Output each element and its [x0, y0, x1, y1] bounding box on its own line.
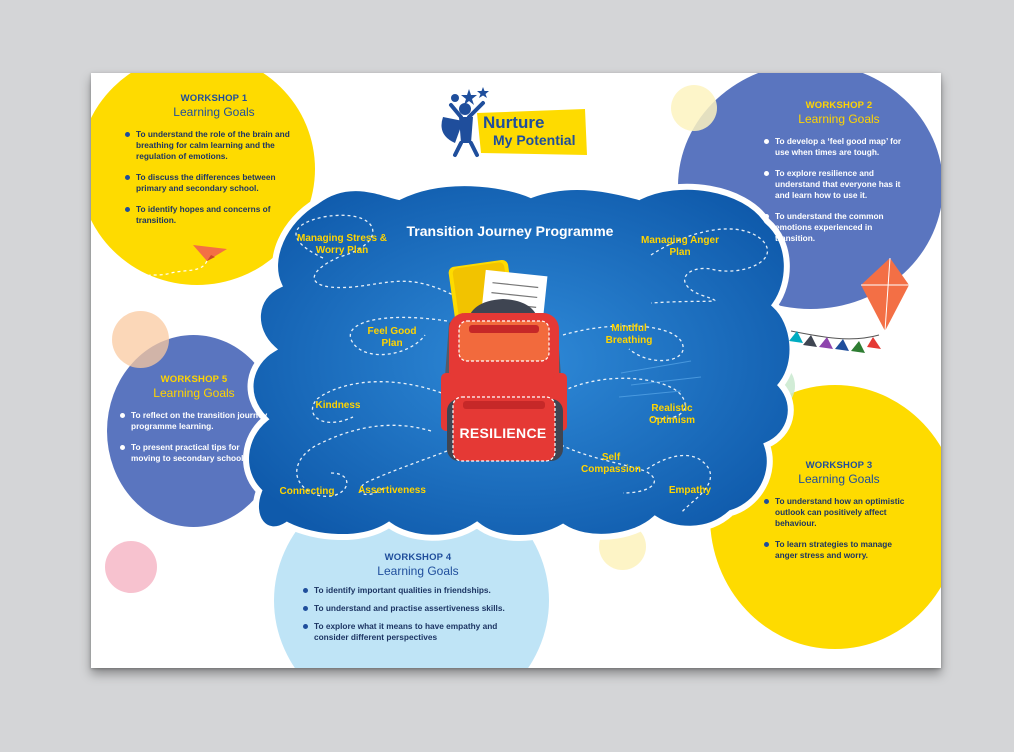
- workshop-4: WORKSHOP 4 Learning Goals To identify im…: [303, 552, 533, 653]
- backpack-illustration: [441, 259, 567, 462]
- topic-assertiveness: Assertiveness: [358, 485, 426, 496]
- decor-circle: [671, 85, 717, 131]
- goal-item: To present practical tips for moving to …: [120, 442, 268, 464]
- kite-illustration: [789, 257, 909, 353]
- goal-item: To explore resilience and understand tha…: [764, 168, 914, 201]
- workshop-1: WORKSHOP 1 Learning Goals To understand …: [125, 93, 303, 236]
- topic-connecting: Connecting: [279, 486, 335, 497]
- topic-empathy: Empathy: [668, 485, 712, 496]
- goal-item: To understand the common emotions experi…: [764, 211, 914, 244]
- workshop-5: WORKSHOP 5 Learning Goals To reflect on …: [120, 374, 268, 474]
- workshop-title: WORKSHOP 3: [805, 460, 873, 471]
- goal-item: To understand and practise assertiveness…: [303, 603, 533, 614]
- resilience-label: RESILIENCE: [459, 425, 547, 441]
- paper-plane-illustration: [144, 245, 227, 278]
- logo-line-2: My Potential: [493, 132, 576, 148]
- goal-list: To identify important qualities in frien…: [303, 585, 533, 643]
- topic-self-compassion: Self Compassion: [580, 452, 641, 475]
- goal-item: To explore what it means to have empathy…: [303, 621, 533, 643]
- workshop-3: WORKSHOP 3 Learning Goals To understand …: [764, 460, 914, 571]
- goal-item: To reflect on the transition journey pro…: [120, 410, 268, 432]
- workshop-title: WORKSHOP 4: [384, 552, 452, 563]
- goal-list: To develop a ‘feel good map’ for use whe…: [764, 136, 914, 244]
- goal-list: To reflect on the transition journey pro…: [120, 410, 268, 464]
- poster: Nurture My Potential Transition Journey …: [91, 73, 941, 668]
- logo-figure-icon: [441, 87, 587, 157]
- logo-line-1: Nurture: [483, 113, 545, 132]
- goal-item: To discuss the differences between prima…: [125, 172, 303, 194]
- decor-circle: [105, 541, 157, 593]
- goal-item: To develop a ‘feel good map’ for use whe…: [764, 136, 914, 158]
- workshop-subtitle: Learning Goals: [377, 564, 459, 578]
- programme-title: Transition Journey Programme: [406, 223, 614, 239]
- goal-item: To understand how an optimistic outlook …: [764, 496, 914, 529]
- workshop-title: WORKSHOP 2: [805, 100, 873, 111]
- decor-circle: [112, 311, 169, 368]
- goal-item: To understand the role of the brain and …: [125, 129, 303, 162]
- workshop-title: WORKSHOP 5: [160, 374, 228, 385]
- goal-item: To identify important qualities in frien…: [303, 585, 533, 596]
- workshop-2: WORKSHOP 2 Learning Goals To develop a ‘…: [764, 100, 914, 254]
- topic-realistic: Realistic Optimism: [648, 403, 696, 426]
- topic-kindness: Kindness: [315, 400, 361, 411]
- workshop-subtitle: Learning Goals: [173, 105, 255, 119]
- goal-list: To understand how an optimistic outlook …: [764, 496, 914, 561]
- topic-managing-anger: Managing Anger Plan: [641, 235, 719, 258]
- topic-feel-good: Feel Good Plan: [367, 326, 417, 349]
- workshop-subtitle: Learning Goals: [153, 386, 235, 400]
- goal-list: To understand the role of the brain and …: [125, 129, 303, 226]
- workshop-title: WORKSHOP 1: [180, 93, 248, 104]
- goal-item: To learn strategies to manage anger stre…: [764, 539, 914, 561]
- journey-cloud: [144, 87, 909, 541]
- workshop-subtitle: Learning Goals: [798, 472, 880, 486]
- workshop-subtitle: Learning Goals: [798, 112, 880, 126]
- goal-item: To identify hopes and concerns of transi…: [125, 204, 303, 226]
- topic-mindful: Mindful Breathing: [605, 323, 653, 346]
- topic-managing-stress: Managing Stress & Worry Plan: [296, 233, 388, 256]
